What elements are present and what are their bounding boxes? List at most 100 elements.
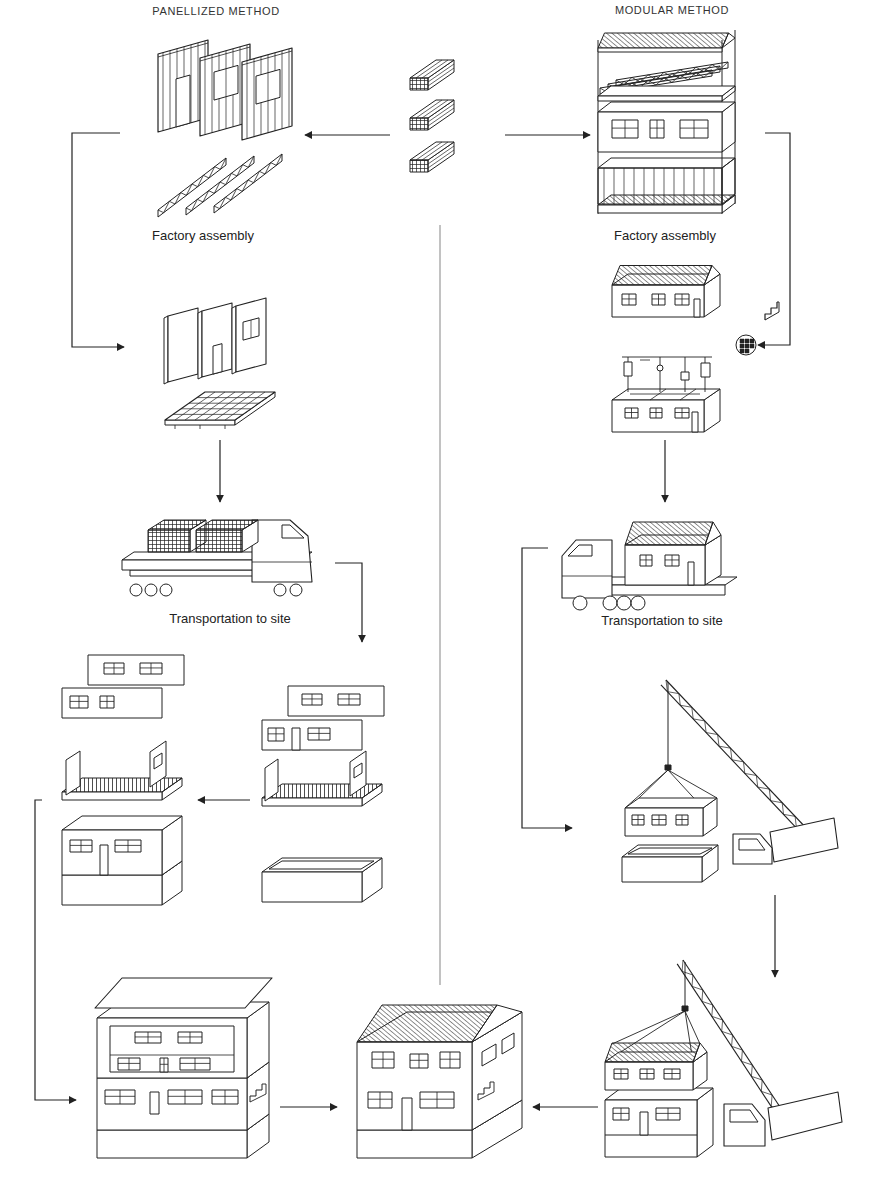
stage-caption: Factory assembly [150,228,256,244]
module-house [612,266,720,318]
services-module [625,408,638,418]
floor-panel [185,392,225,420]
module-house [652,294,665,305]
building-stage [195,1058,196,1070]
services-module [612,400,704,432]
module-house [658,294,659,305]
control-icon [736,335,756,355]
module-exploded [616,80,617,86]
module-house [682,294,683,305]
building-stage [110,1026,234,1072]
wiring [640,360,650,361]
finished-house [372,1052,394,1068]
truck [640,559,652,560]
building-stage [95,978,272,1158]
wall-frame [242,51,292,65]
wall-panel [168,308,198,382]
module-exploded [598,205,722,213]
wall-frame [176,75,190,127]
building-stage [104,663,124,674]
crane [638,815,639,825]
crane [668,682,669,765]
lumber-bundle [410,118,428,130]
divider-line [439,225,440,985]
module-house [629,294,630,305]
building-stage [70,696,88,708]
module-exploded [598,30,735,214]
building-stage [350,751,366,796]
flow-arrow [35,800,76,1100]
crane [652,815,666,825]
finished-house [419,1054,420,1068]
finished-house [383,1052,384,1068]
services-module [650,389,666,400]
services-module [656,408,657,418]
floor-truss [214,161,282,213]
truck [562,540,612,598]
floor-truss [158,210,159,217]
crane [605,1135,697,1136]
module-house [612,266,712,286]
module-house [675,294,689,305]
floor-truss [214,206,215,213]
building-stage [349,694,350,705]
building-stage [115,840,141,852]
flow-arrow [522,548,572,828]
crane [605,1062,693,1090]
floor-panel [175,392,215,420]
floor-panel [215,392,255,420]
building-stage [308,733,330,734]
wiring [622,357,712,358]
module-exploded [598,112,722,152]
crane [612,1011,685,1044]
control-icon [740,344,744,348]
floor-panel [165,420,235,425]
crane [614,1069,628,1079]
truck [252,520,312,582]
crane [621,1069,622,1079]
column-heading: PANELLIZED METHOD [150,5,281,18]
floor-panel [200,425,201,429]
control-icon [740,349,744,353]
wall-panel [232,306,236,374]
wall-panel [202,303,232,377]
services-module [682,408,683,418]
building-stage [114,663,115,674]
module-exploded [625,120,626,138]
wiring [660,357,661,392]
services-module [680,389,696,400]
wall-frame [191,45,192,123]
module-house [675,298,689,299]
wiring [701,363,710,377]
column-heading: MODULAR METHOD [613,4,731,17]
wall-frame [226,69,227,97]
truck [665,555,679,566]
wall-frame [200,47,250,61]
crane [625,798,717,808]
control-icon [750,339,754,343]
lumber-bundle [410,160,428,172]
stair-icon [478,1082,494,1100]
flow-arrow [664,440,665,502]
truck [640,555,652,566]
building-stage [262,720,362,750]
finished-house [440,1052,460,1068]
building-stage [151,663,152,674]
module-exploded [598,86,735,96]
wall-panel [198,311,202,379]
crane [605,960,842,1157]
finished-house [410,1054,428,1068]
building-stage [118,1063,140,1064]
module-exploded [598,48,722,52]
wall-frame [158,43,208,57]
truck [290,584,302,596]
flow-arrow [305,134,390,135]
crane [621,1108,622,1120]
crane [685,962,686,1006]
module-exploded [728,62,729,68]
finished-house [368,1099,392,1100]
module-exploded [598,96,722,101]
building-stage [168,1096,202,1097]
control-icon [745,339,749,343]
